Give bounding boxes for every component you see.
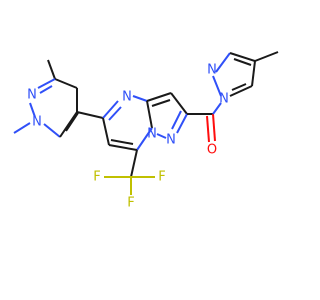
bond (29, 102, 36, 118)
atom-label-f: F (127, 196, 134, 211)
bond (132, 95, 148, 102)
bond (231, 83, 247, 91)
atom-label-n: N (27, 88, 37, 103)
bond (76, 111, 104, 119)
bond (254, 51, 279, 62)
bond (108, 144, 138, 151)
bond (170, 92, 188, 115)
bond (37, 78, 56, 89)
bond (136, 127, 153, 151)
bond (251, 60, 256, 87)
bond (233, 58, 252, 66)
bond (176, 113, 188, 134)
bond (65, 112, 79, 132)
atom-label-n: N (122, 90, 132, 105)
bond (43, 123, 61, 138)
atom-label-f: F (93, 170, 100, 185)
atom-label-n: N (147, 127, 157, 142)
bond (171, 110, 182, 130)
atom-label-n: N (219, 92, 229, 107)
bond (102, 100, 119, 119)
bond (215, 52, 231, 73)
atom-label-n: N (207, 63, 217, 78)
bond (146, 100, 153, 129)
bond (146, 92, 172, 102)
bond (108, 106, 122, 121)
bond-n (156, 133, 167, 139)
bond (39, 85, 53, 94)
bond (212, 102, 222, 115)
molecule-canvas: N N N N N N N O F F F (13, 51, 279, 211)
bond (229, 52, 256, 62)
bond (59, 111, 78, 138)
bond (54, 78, 78, 89)
structure-diagram: N N N N N N N O F F F (13, 51, 279, 211)
atom-label-o: O (207, 143, 217, 158)
atom-label-n: N (32, 115, 42, 130)
bond (110, 139, 134, 145)
atom-label-n: N (166, 133, 176, 148)
bond (229, 85, 253, 97)
bond (47, 59, 56, 80)
bond (130, 149, 138, 178)
atom-label-f: F (158, 170, 165, 185)
bond (206, 115, 210, 143)
bond (102, 117, 110, 146)
bond (13, 122, 31, 134)
bond (212, 113, 216, 142)
bond (212, 75, 222, 97)
bond (151, 99, 171, 107)
